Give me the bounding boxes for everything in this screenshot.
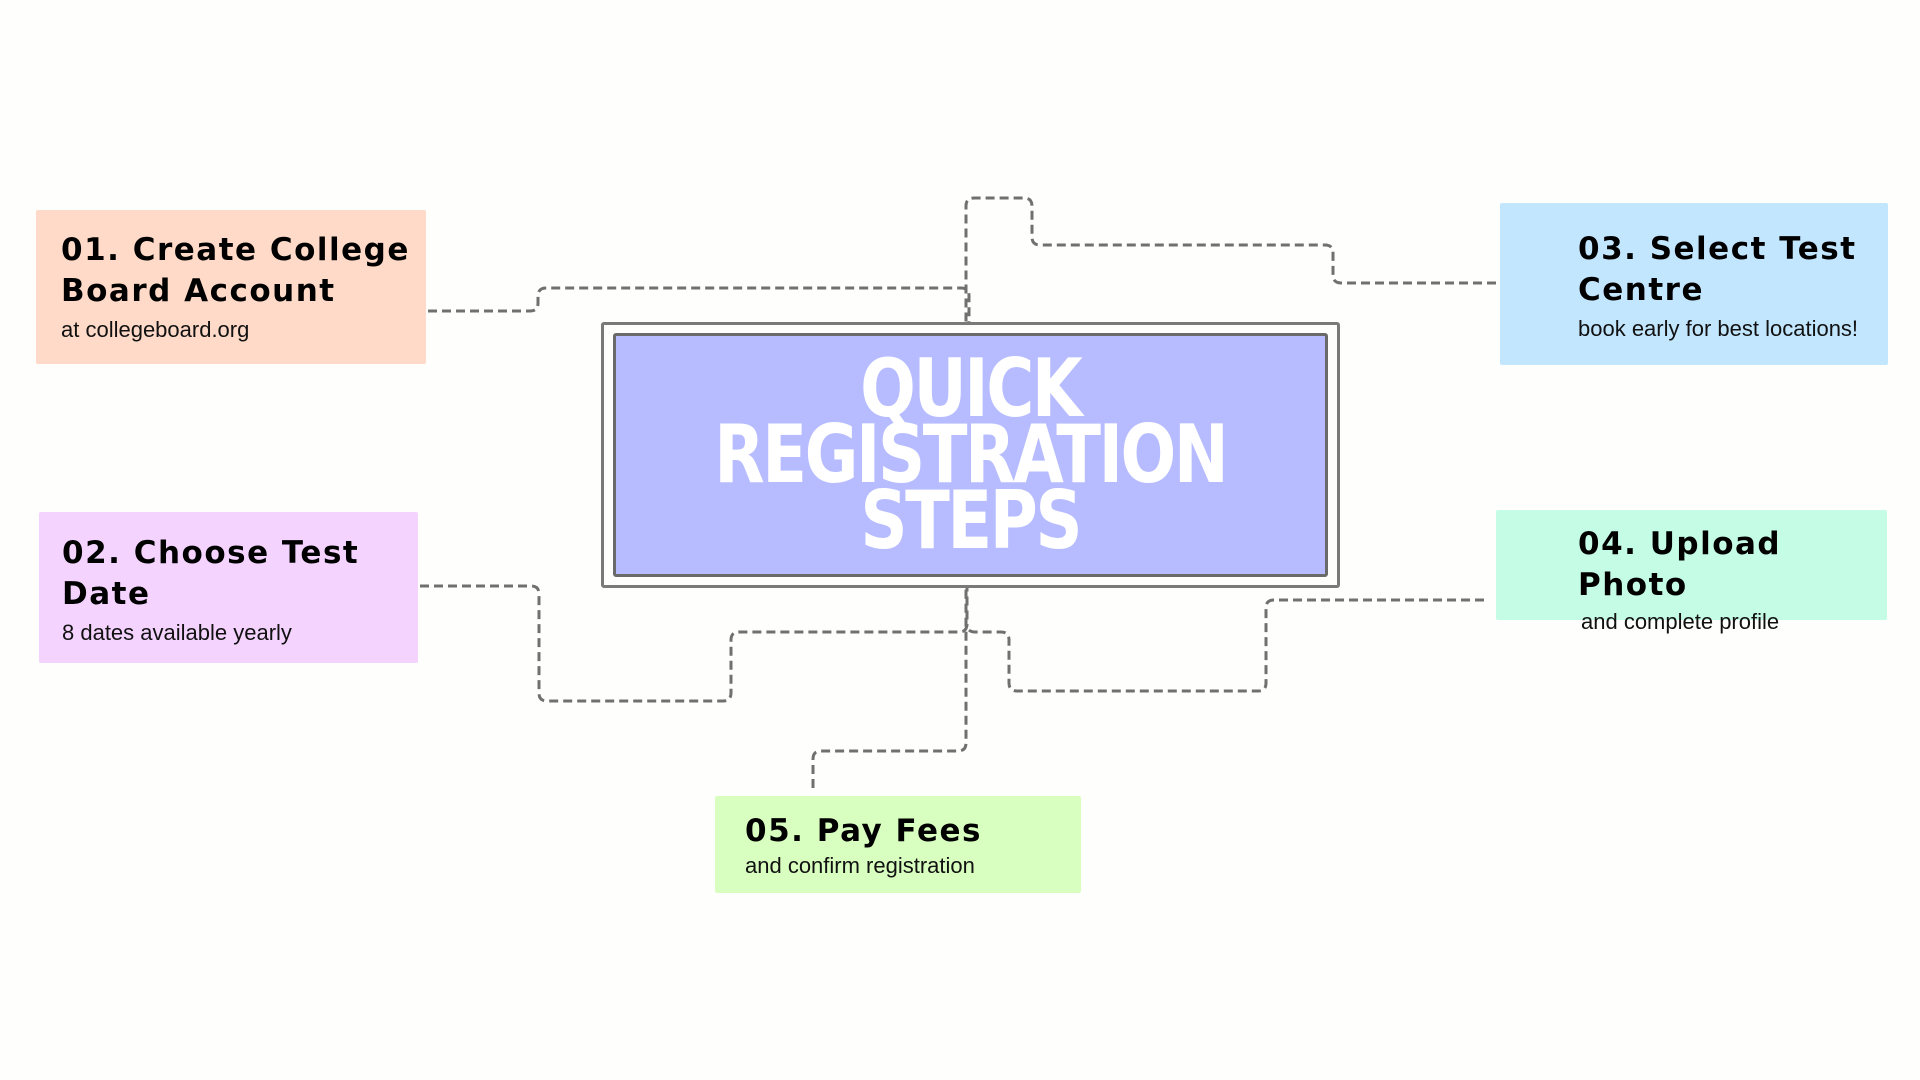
step-card-pay-fees: 05. Pay Fees and confirm registration [715, 796, 1081, 893]
step-subtitle: at collegeboard.org [61, 317, 250, 342]
central-title: QUICK REGISTRATION STEPS [714, 342, 1229, 567]
connector-step4 [965, 598, 1484, 693]
step-title: 03. Select Test Centre [1578, 231, 1857, 308]
step-subtitle: and complete profile [1581, 609, 1780, 634]
connector-step2 [420, 584, 969, 703]
central-title-frame: QUICK REGISTRATION STEPS [601, 322, 1340, 588]
step-title: 05. Pay Fees [745, 813, 982, 849]
connector-step1 [428, 286, 971, 322]
central-title-box: QUICK REGISTRATION STEPS [613, 333, 1328, 577]
step-card-choose-date: 02. Choose Test Date 8 dates available y… [39, 512, 418, 663]
step-subtitle: 8 dates available yearly [62, 620, 292, 645]
step-card-upload-photo: 04. Upload Photo and complete profile [1496, 510, 1887, 634]
step-title: 04. Upload Photo [1578, 526, 1782, 603]
step-card-select-centre: 03. Select Test Centre book early for be… [1500, 203, 1888, 365]
connector-step5 [811, 588, 968, 788]
connector-step3 [964, 196, 1496, 322]
step-card-create-account: 01. Create College Board Account at coll… [36, 210, 426, 364]
step-title: 01. Create College Board Account [61, 232, 410, 309]
step-title: 02. Choose Test Date [62, 535, 360, 612]
step-subtitle: book early for best locations! [1578, 316, 1859, 341]
step-subtitle: and confirm registration [745, 853, 975, 878]
